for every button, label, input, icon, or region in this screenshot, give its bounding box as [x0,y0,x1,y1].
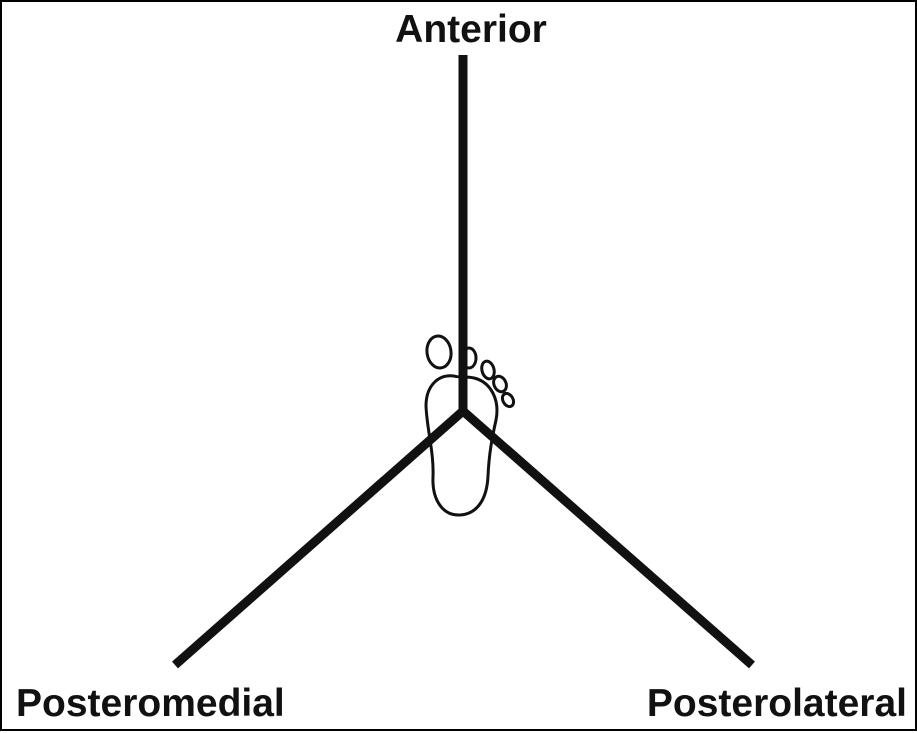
posteromedial-label: Posteromedial [16,682,285,725]
posteromedial-direction-line [175,411,463,665]
posterolateral-label: Posterolateral [647,682,907,725]
anterior-label: Anterior [395,8,547,51]
posterolateral-direction-line [463,411,752,665]
footprint-icon [425,334,516,515]
